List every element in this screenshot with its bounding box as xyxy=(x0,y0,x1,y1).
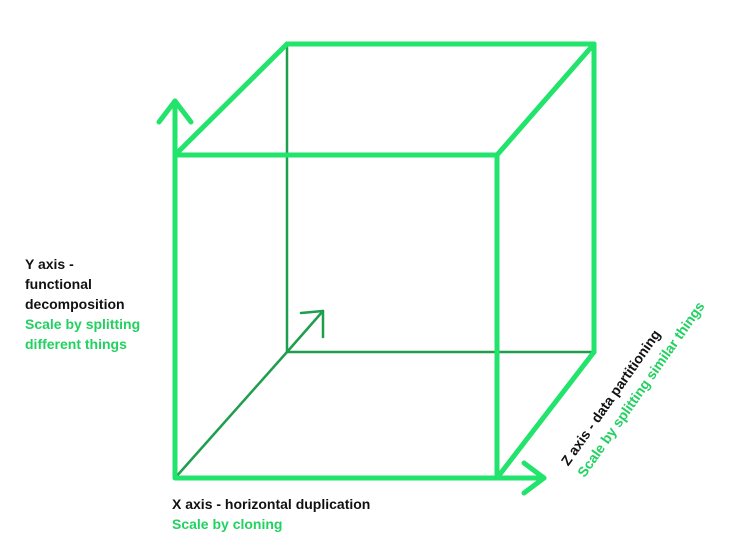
top-right-depth-edge xyxy=(494,41,597,158)
back-depth-edge xyxy=(173,350,289,480)
x-axis-title: X axis - horizontal duplication xyxy=(172,496,371,512)
y-axis-title-line3: decomposition xyxy=(25,296,125,312)
y-axis-subtitle-line2: different things xyxy=(25,336,127,352)
y-axis-arrow xyxy=(156,98,194,158)
front-face xyxy=(172,152,500,481)
x-axis-arrow xyxy=(494,460,547,496)
y-axis-title-line1: Y axis - xyxy=(25,256,74,272)
y-axis-label: Y axis - functional decomposition Scale … xyxy=(25,254,185,354)
y-axis-subtitle-line1: Scale by splitting xyxy=(25,316,141,332)
x-axis-subtitle: Scale by cloning xyxy=(172,516,283,532)
y-axis-arrowhead xyxy=(156,98,194,125)
z-axis-arrowhead xyxy=(299,309,325,339)
back-edges xyxy=(173,42,596,480)
bottom-right-depth-edge xyxy=(494,349,597,481)
x-axis-arrowhead xyxy=(521,460,547,496)
front-edges xyxy=(172,41,597,481)
top-left-depth-edge xyxy=(172,41,290,158)
x-axis-label: X axis - horizontal duplication Scale by… xyxy=(172,494,472,534)
z-axis-arrow xyxy=(285,309,325,354)
y-axis-title-line2: functional xyxy=(25,276,92,292)
